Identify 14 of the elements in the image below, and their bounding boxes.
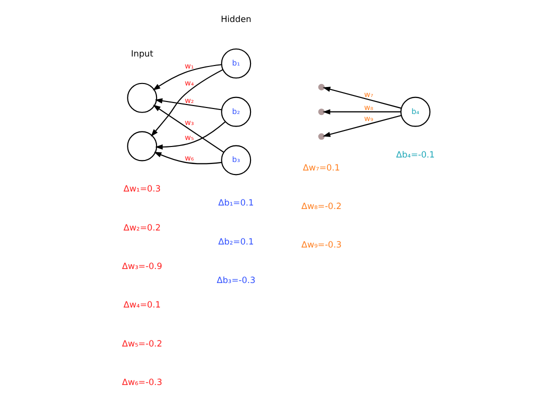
label: Δw₂=0.2 — [123, 223, 160, 234]
label: Δw₉=-0.3 — [300, 240, 342, 251]
label: Δb₃=-0.3 — [216, 276, 255, 286]
label: Δw₄=0.1 — [123, 300, 160, 311]
label: Δb₁=0.1 — [218, 198, 254, 209]
label: Δw₈=-0.2 — [300, 202, 342, 212]
label: Δw₅=-0.2 — [121, 339, 162, 350]
label: Δw₃=-0.9 — [121, 262, 162, 272]
label: Δw₇=0.1 — [302, 163, 340, 174]
label: Hidden — [220, 15, 251, 26]
label: Δw₁=0.3 — [123, 184, 160, 195]
label: Δb₂=0.1 — [218, 237, 254, 248]
label: Δw₆=-0.3 — [121, 378, 162, 388]
label: Δb₄=-0.1 — [396, 150, 434, 160]
